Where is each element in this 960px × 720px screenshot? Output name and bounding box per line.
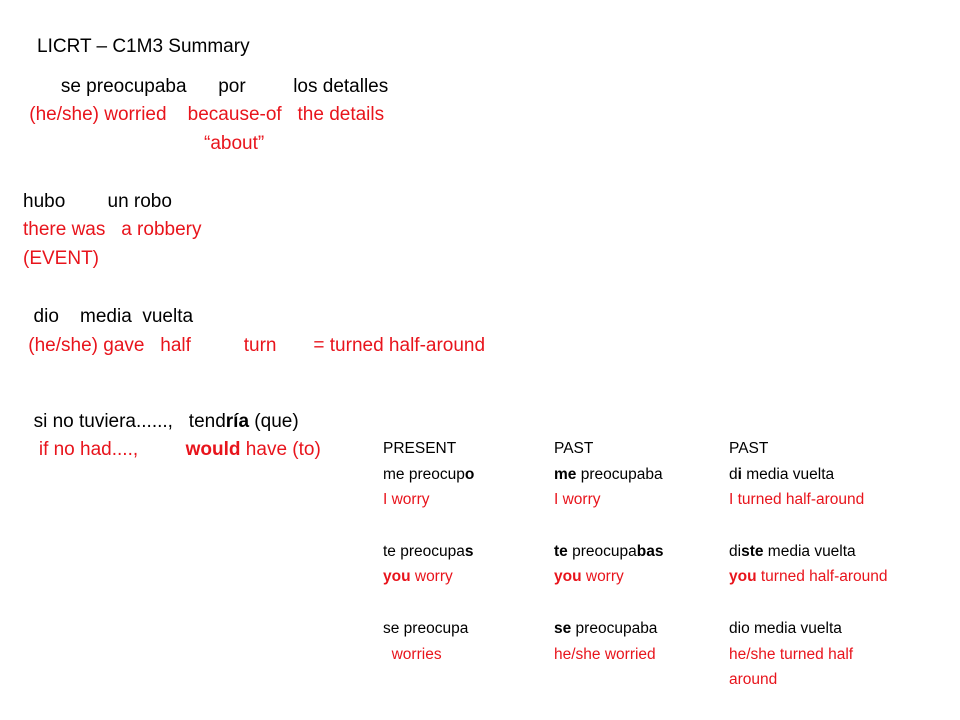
example-robo-english: there was a robbery bbox=[23, 219, 202, 240]
present-row-you-worry: you worry bbox=[383, 564, 474, 590]
past2-row-he-she-turned: he/she turned half bbox=[729, 645, 854, 663]
past1-header: PAST bbox=[554, 440, 594, 457]
past2-row-diste-rest: media vuelta bbox=[763, 542, 856, 560]
past1-row-you-worry: you worry bbox=[554, 564, 663, 590]
tuviera-spanish-bold: ría bbox=[225, 411, 250, 432]
past2-header: PAST bbox=[729, 440, 769, 457]
past2-row-di: di media vuelta bbox=[729, 462, 888, 488]
tuviera-english-part1: if no had...., bbox=[33, 439, 186, 460]
past1-row-me-verb: preocupaba bbox=[576, 465, 663, 483]
past1-row-me-pronoun: me bbox=[554, 465, 577, 483]
present-row-i-worry: I worry bbox=[383, 491, 430, 509]
past1-row-he-she-worried: he/she worried bbox=[554, 645, 656, 663]
past2-row-you-turned: you turned half-around bbox=[729, 564, 888, 590]
past1-row-te-pronoun: te bbox=[554, 542, 568, 560]
past1-row-se-verb: preocupaba bbox=[571, 619, 658, 637]
present-row-me: me preocupo bbox=[383, 462, 474, 488]
present-row-worry: worry bbox=[410, 568, 453, 586]
present-row-se: se preocupa bbox=[383, 619, 469, 637]
tuviera-english-bold: would bbox=[185, 439, 241, 460]
present-row-te-stem: te preocupa bbox=[383, 542, 465, 560]
past2-row-around: around bbox=[729, 671, 778, 689]
tuviera-english-part3: have (to) bbox=[240, 439, 321, 460]
past2-row-you: you bbox=[729, 568, 757, 586]
past2-row-diste: diste media vuelta bbox=[729, 539, 888, 565]
example-tuviera-spanish: si no tuviera......, tendría (que) bbox=[23, 393, 299, 431]
past1-row-se: se preocupaba bbox=[554, 616, 663, 642]
past-preocupar-column: PAST me preocupaba I worry te preocupaba… bbox=[554, 436, 663, 667]
past1-row-worry: worry bbox=[581, 568, 624, 586]
past2-row-i-turned: I turned half-around bbox=[729, 491, 865, 509]
present-row-worries: worries bbox=[383, 645, 442, 663]
past1-row-i-worry: I worry bbox=[554, 491, 601, 509]
tuviera-spanish-part3: (que) bbox=[249, 411, 299, 432]
present-row-te: te preocupas bbox=[383, 539, 474, 565]
example-preocupaba-spanish: se preocupaba por los detalles bbox=[45, 76, 389, 97]
past2-row-turned: turned half-around bbox=[756, 568, 888, 586]
present-column: PRESENT me preocupo I worry te preocupas… bbox=[383, 436, 474, 667]
past1-row-you: you bbox=[554, 568, 582, 586]
example-robo-spanish: hubo un robo bbox=[23, 191, 172, 212]
tuviera-spanish-part1: si no tuviera......, tend bbox=[33, 411, 226, 432]
page-title: LICRT – C1M3 Summary bbox=[37, 36, 250, 57]
example-vuelta-spanish: dio media vuelta bbox=[23, 306, 194, 327]
example-vuelta-english: (he/she) gave half turn = turned half-ar… bbox=[23, 335, 486, 356]
present-header: PRESENT bbox=[383, 440, 457, 457]
past2-row-dio: dio media vuelta bbox=[729, 619, 842, 637]
past1-row-me: me preocupaba bbox=[554, 462, 663, 488]
past1-row-se-pronoun: se bbox=[554, 619, 572, 637]
past2-row-di-stem: d bbox=[729, 465, 738, 483]
example-preocupaba-english: (he/she) worried because-of the details bbox=[24, 104, 385, 125]
example-preocupaba-about-note: “about” bbox=[204, 133, 265, 154]
past2-row-di-rest: media vuelta bbox=[741, 465, 835, 483]
past2-row-di-ending: i bbox=[737, 465, 742, 483]
past1-row-te-ending: bas bbox=[636, 542, 664, 560]
example-robo-event-note: (EVENT) bbox=[23, 248, 99, 269]
present-row-you: you bbox=[383, 568, 411, 586]
present-row-me-stem: me preocup bbox=[383, 465, 465, 483]
present-row-me-ending: o bbox=[464, 465, 475, 483]
past1-row-te: te preocupabas bbox=[554, 539, 663, 565]
present-row-te-ending: s bbox=[464, 542, 474, 560]
past2-row-diste-stem: di bbox=[729, 542, 742, 560]
example-tuviera-english: if no had...., would have (to) bbox=[23, 421, 321, 459]
past1-row-te-stem: preocupa bbox=[567, 542, 637, 560]
past2-row-diste-ending: ste bbox=[741, 542, 764, 560]
past-vuelta-column: PAST di media vuelta I turned half-aroun… bbox=[729, 436, 888, 693]
